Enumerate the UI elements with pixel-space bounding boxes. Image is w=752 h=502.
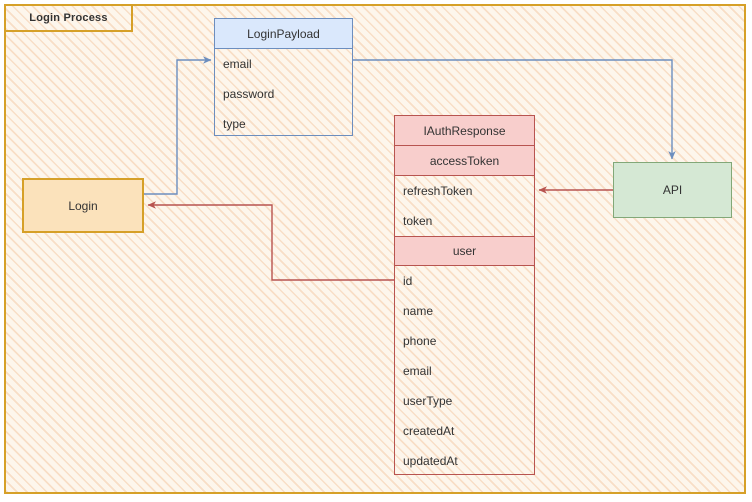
field-createdat: createdAt bbox=[403, 424, 455, 438]
table-row[interactable]: phone bbox=[395, 326, 534, 356]
node-api-label: API bbox=[662, 183, 683, 197]
field-type: type bbox=[223, 117, 246, 131]
table-row[interactable]: type bbox=[215, 109, 352, 139]
section-user-label: user bbox=[452, 244, 477, 258]
section-user[interactable]: user bbox=[395, 236, 534, 266]
section-access-token[interactable]: accessToken bbox=[395, 146, 534, 176]
table-row[interactable]: refreshToken bbox=[395, 176, 534, 206]
table-auth-response-title-text: IAuthResponse bbox=[423, 123, 506, 138]
pool-label-tab: Login Process bbox=[4, 4, 133, 32]
node-login[interactable]: Login bbox=[22, 178, 144, 233]
node-login-label: Login bbox=[68, 198, 98, 213]
field-id: id bbox=[403, 274, 413, 288]
table-row[interactable]: email bbox=[215, 49, 352, 79]
table-row[interactable]: userType bbox=[395, 386, 534, 416]
table-row[interactable]: name bbox=[395, 296, 534, 326]
table-row[interactable]: token bbox=[395, 206, 534, 236]
field-phone: phone bbox=[403, 334, 437, 348]
field-password: password bbox=[223, 87, 275, 101]
pool-login-process bbox=[4, 4, 746, 494]
table-row[interactable]: id bbox=[395, 266, 534, 296]
table-login-payload-title-text: LoginPayload bbox=[247, 26, 320, 41]
field-refreshtoken: refreshToken bbox=[403, 184, 473, 198]
table-row[interactable]: createdAt bbox=[395, 416, 534, 446]
pool-label-text: Login Process bbox=[29, 12, 108, 24]
table-auth-response-title: IAuthResponse bbox=[395, 116, 534, 146]
field-updatedat: updatedAt bbox=[403, 454, 458, 468]
table-auth-response[interactable]: IAuthResponse accessToken refreshToken t… bbox=[394, 115, 535, 475]
table-row[interactable]: updatedAt bbox=[395, 446, 534, 476]
table-login-payload-title: LoginPayload bbox=[215, 19, 352, 49]
field-name: name bbox=[403, 304, 434, 318]
node-api[interactable]: API bbox=[613, 162, 732, 218]
table-row[interactable]: password bbox=[215, 79, 352, 109]
table-row[interactable]: email bbox=[395, 356, 534, 386]
field-token: token bbox=[403, 214, 433, 228]
field-email: email bbox=[223, 57, 252, 71]
field-email: email bbox=[403, 364, 432, 378]
field-usertype: userType bbox=[403, 394, 453, 408]
table-login-payload[interactable]: LoginPayload email password type bbox=[214, 18, 353, 136]
section-access-token-label: accessToken bbox=[429, 153, 500, 168]
